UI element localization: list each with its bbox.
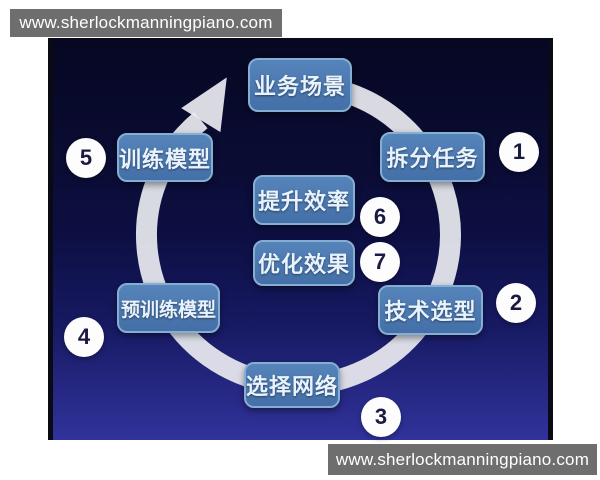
arrow-head-icon bbox=[181, 77, 227, 133]
node-optimize-effect-label: 优化效果 bbox=[257, 252, 350, 277]
node-tech-selection-label: 技术选型 bbox=[384, 299, 477, 324]
step-badge-5: 5 bbox=[66, 138, 106, 178]
node-pretrain-model: 预训练模型 bbox=[117, 283, 220, 333]
step-badge-5-number: 5 bbox=[79, 145, 93, 170]
step-badge-6-number: 6 bbox=[373, 204, 387, 229]
node-split-task-label: 拆分任务 bbox=[386, 146, 479, 171]
node-business-scene: 业务场景 bbox=[248, 58, 352, 112]
node-improve-efficiency: 提升效率 bbox=[253, 175, 355, 225]
cycle-arrow-ring bbox=[135, 74, 461, 396]
node-train-model: 训练模型 bbox=[117, 133, 213, 182]
step-badge-1-number: 1 bbox=[512, 139, 526, 164]
node-pretrain-model-label: 预训练模型 bbox=[120, 299, 216, 321]
watermark-bottom: www.sherlockmanningpiano.com bbox=[328, 444, 597, 475]
node-select-network: 选择网络 bbox=[244, 362, 340, 408]
step-badge-3: 3 bbox=[361, 397, 401, 437]
step-badge-7: 7 bbox=[360, 242, 400, 282]
node-select-network-label: 选择网络 bbox=[246, 374, 339, 399]
node-improve-efficiency-label: 提升效率 bbox=[257, 189, 350, 214]
watermark-bottom-text: www.sherlockmanningpiano.com bbox=[335, 449, 590, 469]
step-badge-1: 1 bbox=[499, 132, 539, 172]
diagram-image: 业务场景 训练模型 拆分任务 提升效率 优化效果 预训练模型 技术选型 选择网络… bbox=[48, 38, 553, 440]
step-badge-3-number: 3 bbox=[374, 404, 388, 429]
node-tech-selection: 技术选型 bbox=[378, 285, 483, 335]
node-business-scene-label: 业务场景 bbox=[253, 74, 346, 99]
step-badge-4: 4 bbox=[64, 317, 104, 357]
watermark-top: www.sherlockmanningpiano.com bbox=[10, 9, 282, 37]
step-badge-2-number: 2 bbox=[509, 290, 523, 315]
step-badge-2: 2 bbox=[496, 283, 536, 323]
node-train-model-label: 训练模型 bbox=[119, 146, 212, 172]
node-split-task: 拆分任务 bbox=[380, 132, 485, 182]
step-badge-7-number: 7 bbox=[373, 249, 387, 274]
watermark-top-text: www.sherlockmanningpiano.com bbox=[19, 13, 273, 32]
node-optimize-effect: 优化效果 bbox=[253, 240, 355, 286]
cycle-ring-path bbox=[135, 74, 461, 396]
step-badge-6: 6 bbox=[360, 197, 400, 237]
step-badge-4-number: 4 bbox=[77, 324, 91, 349]
